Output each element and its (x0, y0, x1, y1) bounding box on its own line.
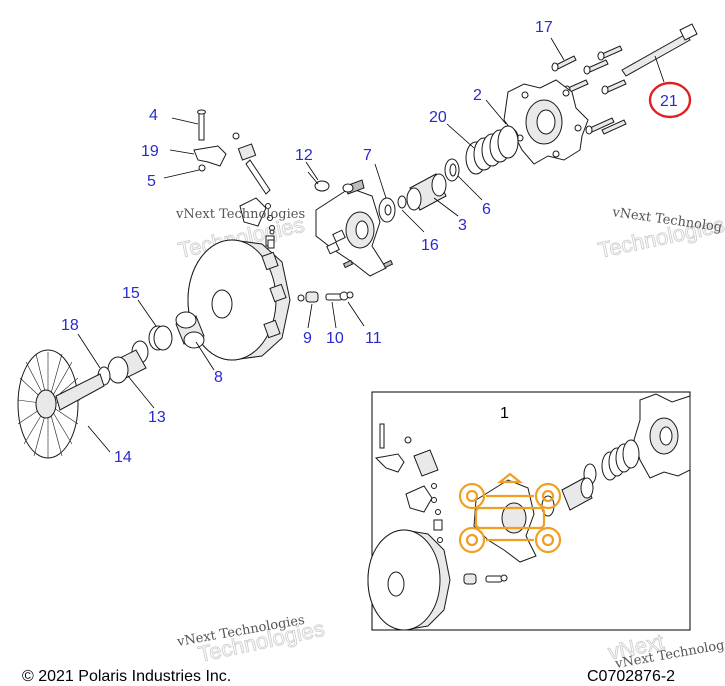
movable-sheave-housing (315, 179, 387, 277)
highlight-circle-21 (648, 81, 692, 119)
part-15-ring (137, 299, 173, 351)
callout-6: 6 (482, 201, 491, 218)
callout-12: 12 (295, 147, 313, 164)
callout-9: 9 (303, 330, 312, 347)
part-2-spider (485, 79, 589, 165)
callout-17: 17 (535, 19, 553, 36)
callout-2: 2 (473, 87, 482, 104)
part-12-button (305, 161, 330, 192)
misc-leaders (307, 171, 319, 185)
part-16-7-washers (374, 163, 425, 233)
callout-21: 21 (660, 93, 678, 110)
callout-labels: 1 2 3 4 5 6 7 8 9 10 11 12 13 14 15 16 1… (61, 19, 692, 466)
callout-3: 3 (458, 217, 467, 234)
roller-arm-assembly (232, 132, 273, 227)
movable-sheave-dish (187, 239, 291, 361)
part-17-bolts (550, 37, 627, 135)
rollers-cluster (326, 183, 394, 269)
callout-14: 14 (114, 449, 132, 466)
part-3-sleeve (406, 173, 459, 217)
footer: © 2021 Polaris Industries Inc. C0702876-… (22, 668, 675, 685)
callout-13: 13 (148, 409, 166, 426)
callout-18: 18 (61, 317, 79, 334)
watermark-vnext-1: vNext Technologies (175, 207, 305, 222)
callout-5: 5 (147, 173, 156, 190)
part-13-sleeve (107, 340, 155, 409)
part-14-fixed-sheave (17, 349, 111, 459)
callout-20: 20 (429, 109, 447, 126)
callout-1: 1 (500, 405, 509, 422)
callout-11: 11 (365, 330, 382, 347)
copyright-text: © 2021 Polaris Industries Inc. (22, 668, 231, 685)
watermark-stamp (458, 472, 562, 554)
drawing-number: C0702876-2 (587, 668, 675, 685)
part-9-10-11 (297, 291, 365, 329)
callout-19: 19 (141, 143, 159, 160)
part-21-long-bolt (621, 23, 698, 83)
callout-4: 4 (149, 107, 158, 124)
callout-16: 16 (421, 237, 439, 254)
inset-assembly-1 (367, 391, 691, 631)
callout-10: 10 (326, 330, 344, 347)
callout-8: 8 (214, 369, 223, 386)
part-6-washer (444, 158, 483, 201)
callout-7: 7 (363, 147, 372, 164)
part-8-bushing (175, 311, 215, 371)
part-4-19-5-pin-weight (163, 109, 227, 179)
callout-15: 15 (122, 285, 140, 302)
part-20-spring (446, 123, 519, 175)
